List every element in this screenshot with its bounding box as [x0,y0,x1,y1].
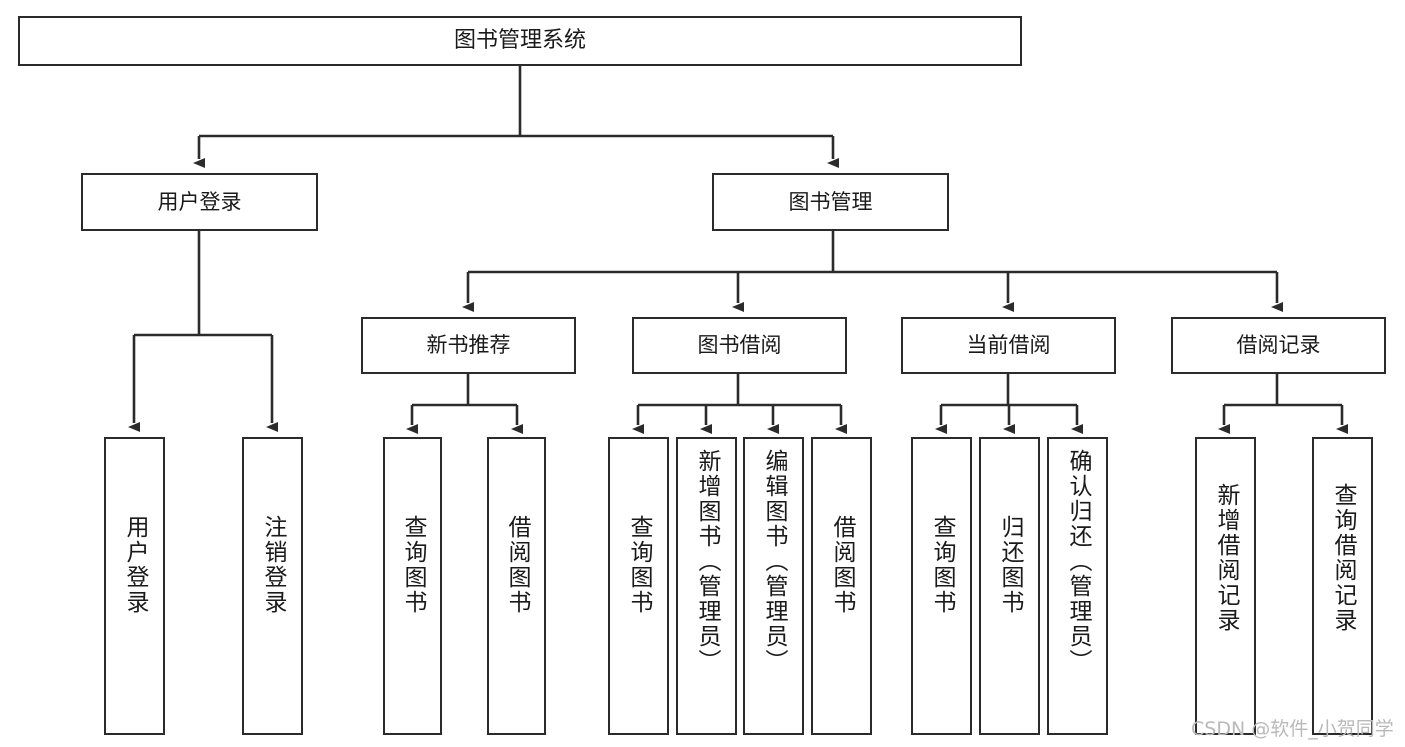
node-label: 图书管理系统 [453,28,586,54]
node-label: 图书管理 [788,189,873,214]
node-label: 查询图书 [929,515,955,615]
node-book-management[interactable]: 图书管理 [712,173,949,231]
node-label: 用户登录 [122,515,148,615]
node-borrow-record[interactable]: 借阅记录 [1171,317,1386,374]
node-leaf-user-login[interactable]: 用户登录 [104,437,165,735]
node-label: 借阅图书 [829,515,855,615]
node-leaf-return-book[interactable]: 归还图书 [979,437,1040,735]
node-leaf-borrow-book-1[interactable]: 借阅图书 [487,437,546,735]
node-label: 查询图书 [626,515,652,615]
node-label: 新增图书（管理员） [694,449,720,674]
node-label: 用户登录 [157,189,242,214]
node-label: 借阅图书 [504,515,530,615]
node-root-system[interactable]: 图书管理系统 [18,16,1022,66]
node-leaf-user-logout[interactable]: 注销登录 [242,437,303,735]
node-label: 归还图书 [997,515,1023,615]
node-label: 查询图书 [400,515,426,615]
node-label: 编辑图书（管理员） [761,449,787,674]
node-label: 查询借阅记录 [1330,483,1356,633]
node-label: 新增借阅记录 [1213,483,1239,633]
node-leaf-add-record[interactable]: 新增借阅记录 [1195,437,1256,735]
node-label: 图书借阅 [697,333,782,358]
node-leaf-add-book[interactable]: 新增图书（管理员） [676,437,737,735]
node-leaf-query-book-3[interactable]: 查询图书 [911,437,972,735]
node-leaf-query-book-2[interactable]: 查询图书 [608,437,669,735]
node-leaf-borrow-book-2[interactable]: 借阅图书 [811,437,872,735]
node-leaf-confirm-return[interactable]: 确认归还（管理员） [1047,437,1108,735]
node-leaf-query-record[interactable]: 查询借阅记录 [1312,437,1373,735]
node-new-book-recommend[interactable]: 新书推荐 [361,317,576,374]
node-leaf-query-book-1[interactable]: 查询图书 [383,437,442,735]
node-label: 当前借阅 [966,333,1051,358]
node-leaf-edit-book[interactable]: 编辑图书（管理员） [743,437,804,735]
node-user-login[interactable]: 用户登录 [81,173,318,231]
node-book-borrow[interactable]: 图书借阅 [632,317,847,374]
node-label: 新书推荐 [426,333,511,358]
node-label: 借阅记录 [1236,333,1321,358]
node-label: 注销登录 [260,515,286,615]
node-label: 确认归还（管理员） [1065,449,1091,674]
node-current-borrow[interactable]: 当前借阅 [901,317,1116,374]
